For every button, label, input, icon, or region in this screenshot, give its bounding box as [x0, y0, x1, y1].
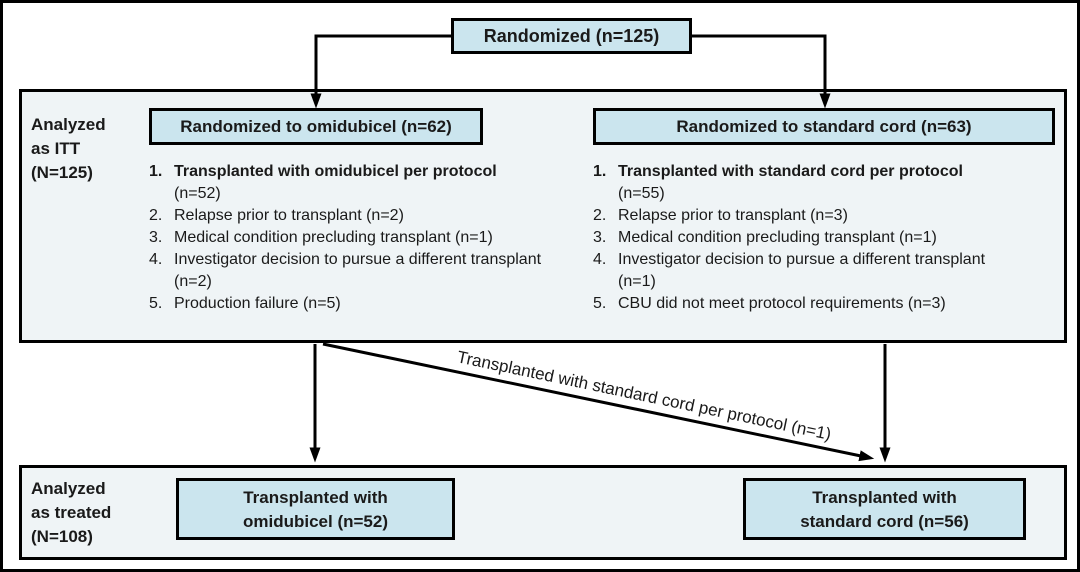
connector-randomized-to-omidubicel	[310, 34, 451, 109]
list-item-text: Medical condition precluding transplant …	[174, 229, 493, 246]
list-item-text: Transplanted with standard cord per prot…	[618, 163, 963, 202]
list-item-text: Production failure (n=5)	[174, 295, 341, 312]
list-item-text: Transplanted with omidubicel per protoco…	[174, 163, 497, 202]
list-item: 2. Relapse prior to transplant (n=2)	[149, 205, 554, 227]
list-item-text: Investigator decision to pursue a differ…	[618, 251, 986, 290]
standard-cord-arm-list: 1. Transplanted with standard cord per p…	[593, 161, 1013, 315]
list-item-number: 1.	[593, 163, 607, 180]
list-item: 4. Investigator decision to pursue a dif…	[149, 249, 554, 293]
list-item-number: 3.	[149, 229, 163, 246]
transplanted-omidubicel-box: Transplanted with omidubicel (n=52)	[176, 478, 455, 540]
list-item-text: Relapse prior to transplant (n=3)	[618, 207, 848, 224]
omidubicel-arm-header-label: Randomized to omidubicel (n=62)	[180, 117, 452, 136]
list-item: 3. Medical condition precluding transpla…	[593, 227, 1013, 249]
transplanted-standard-cord-box: Transplanted with standard cord (n=56)	[743, 478, 1026, 540]
randomized-box-label: Randomized (n=125)	[483, 26, 660, 46]
transplanted-omidubicel-label: Transplanted with omidubicel (n=52)	[243, 488, 388, 531]
omidubicel-arm-list: 1. Transplanted with omidubicel per prot…	[149, 161, 554, 315]
itt-side-label: Analyzed as ITT (N=125)	[31, 115, 106, 182]
list-item-number: 3.	[593, 229, 607, 246]
list-item-number: 4.	[593, 251, 607, 268]
list-item: 1. Transplanted with standard cord per p…	[593, 161, 1013, 205]
list-item-number: 4.	[149, 251, 163, 268]
list-item-number: 2.	[149, 207, 163, 224]
list-item: 3. Medical condition precluding transpla…	[149, 227, 554, 249]
randomized-box: Randomized (n=125)	[451, 18, 692, 54]
connector-randomized-to-standard-cord	[692, 34, 831, 109]
treated-side-label: Analyzed as treated (N=108)	[31, 479, 112, 546]
standard-cord-arm-header-label: Randomized to standard cord (n=63)	[676, 117, 972, 136]
list-item: 5. CBU did not meet protocol requirement…	[593, 293, 1013, 315]
list-item-text: Medical condition precluding transplant …	[618, 229, 937, 246]
omidubicel-arm-header-box: Randomized to omidubicel (n=62)	[149, 108, 483, 145]
connector-crossover-diagonal	[322, 342, 875, 462]
list-item: 5. Production failure (n=5)	[149, 293, 554, 315]
diagonal-arrow-label: Transplanted with standard cord per prot…	[455, 347, 832, 444]
list-item-number: 2.	[593, 207, 607, 224]
list-item-text: Relapse prior to transplant (n=2)	[174, 207, 404, 224]
list-item-number: 5.	[149, 295, 163, 312]
list-item: 1. Transplanted with omidubicel per prot…	[149, 161, 554, 205]
list-item-number: 5.	[593, 295, 607, 312]
transplanted-standard-cord-label: Transplanted with standard cord (n=56)	[800, 488, 969, 531]
list-item-number: 1.	[149, 163, 163, 180]
list-item: 2. Relapse prior to transplant (n=3)	[593, 205, 1013, 227]
list-item-text: Investigator decision to pursue a differ…	[174, 251, 542, 290]
list-item-text: CBU did not meet protocol requirements (…	[618, 295, 946, 312]
list-item: 4. Investigator decision to pursue a dif…	[593, 249, 1013, 293]
standard-cord-arm-header-box: Randomized to standard cord (n=63)	[593, 108, 1055, 145]
